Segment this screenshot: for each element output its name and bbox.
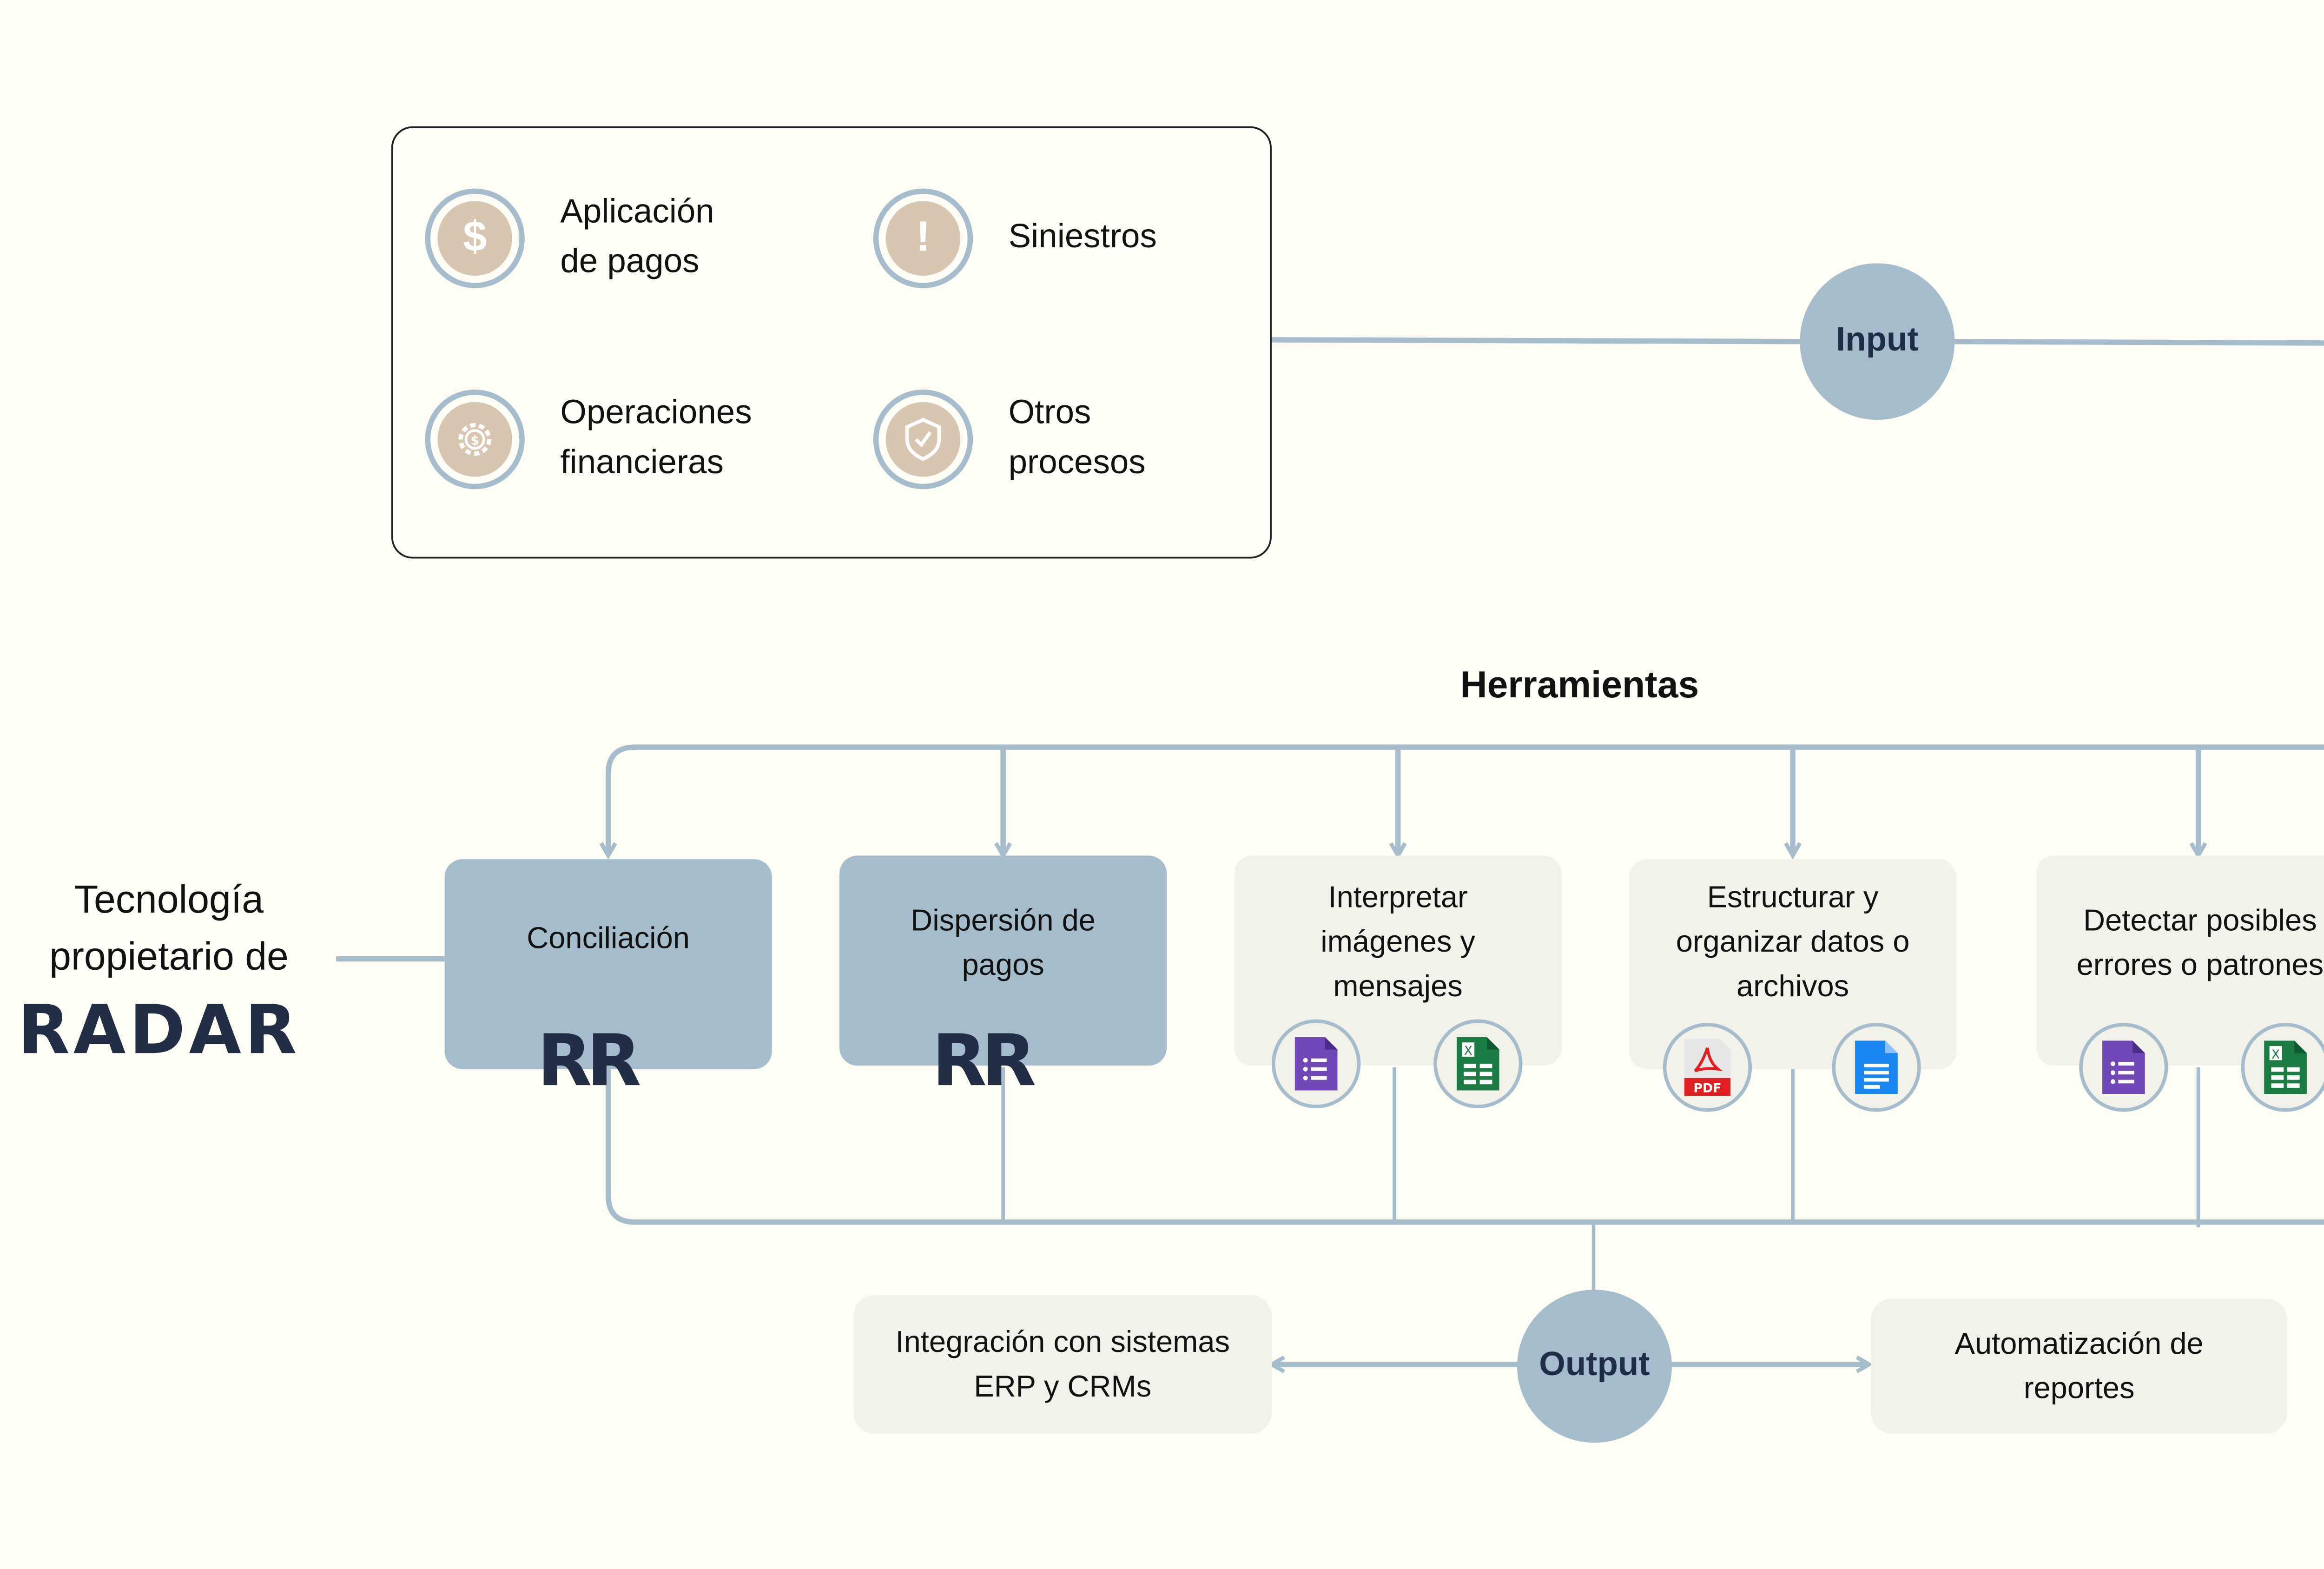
svg-text:PDF: PDF xyxy=(1693,1081,1721,1095)
tools-heading: Herramientas xyxy=(1460,665,1699,707)
wire-process-to-input xyxy=(1268,337,1800,344)
tool-label: Interpretar imágenes y mensajes xyxy=(1320,880,1475,1004)
wire-tools-bus xyxy=(608,744,2324,854)
google-docs-icon xyxy=(1832,1023,1921,1112)
output-item-label: Automatización de reportes xyxy=(1954,1327,2204,1405)
radar-mark-icon: RR xyxy=(932,1021,1036,1103)
radar-logo: RADAR xyxy=(18,991,301,1069)
google-forms-icon xyxy=(1271,1019,1361,1108)
output-node: Output xyxy=(1517,1290,1672,1443)
tool-label: Dispersión de pagos xyxy=(911,903,1096,982)
process-label: Aplicación de pagos xyxy=(560,194,714,281)
process-item-otros-procesos: Otros procesos xyxy=(873,390,1146,490)
process-types-box: $ Aplicación de pagos ! Siniestros $ Ope… xyxy=(391,126,1272,559)
pdf-icon: PDF xyxy=(1663,1023,1752,1112)
process-label: Operaciones financieras xyxy=(560,395,752,482)
tool-dispersion-pagos: Dispersión de pagos xyxy=(839,855,1167,1066)
svg-text:$: $ xyxy=(470,434,479,448)
dollar-icon: $ xyxy=(437,201,513,276)
svg-text:X: X xyxy=(1464,1044,1472,1058)
google-sheets-icon: X xyxy=(1433,1019,1523,1108)
wire-input-to-agent xyxy=(1953,338,2324,346)
tool-label: Conciliación xyxy=(527,921,690,955)
output-label: Output xyxy=(1539,1346,1650,1384)
process-item-operaciones-financieras: $ Operaciones financieras xyxy=(425,390,752,490)
exclamation-icon: ! xyxy=(885,201,961,276)
output-reportes: Automatización de reportes xyxy=(1871,1298,2287,1434)
google-forms-icon xyxy=(2079,1023,2168,1112)
input-node: Input xyxy=(1800,263,1955,420)
process-item-siniestros: ! Siniestros xyxy=(873,188,1157,288)
process-label: Otros procesos xyxy=(1008,395,1146,482)
input-label: Input xyxy=(1836,322,1919,359)
process-label: Siniestros xyxy=(1008,218,1157,257)
process-item-aplicacion-pagos: $ Aplicación de pagos xyxy=(425,188,714,288)
output-item-label: Integración con sistemas ERP y CRMs xyxy=(895,1325,1230,1404)
tool-label: Estructurar y organizar datos o archivos xyxy=(1676,880,1910,1004)
shield-check-icon xyxy=(885,402,961,477)
proprietary-tech-label: Tecnología propietario de xyxy=(49,877,289,979)
gear-dollar-icon: $ xyxy=(437,402,513,477)
output-erp-crm: Integración con sistemas ERP y CRMs xyxy=(853,1295,1272,1434)
tool-label: Detectar posibles errores o patrones xyxy=(2076,903,2324,982)
radar-mark-icon: RR xyxy=(537,1021,641,1103)
google-sheets-icon: X xyxy=(2241,1023,2324,1112)
svg-text:X: X xyxy=(2271,1047,2280,1062)
tool-conciliacion: Conciliación xyxy=(444,859,772,1069)
